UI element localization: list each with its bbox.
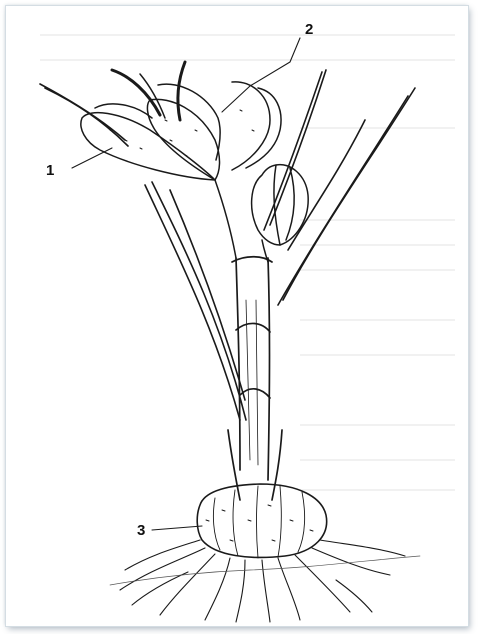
leader-3	[152, 526, 202, 530]
stem	[228, 257, 282, 500]
corm	[197, 484, 326, 558]
leader-2	[222, 38, 300, 112]
roots	[110, 540, 420, 622]
leader-1	[72, 148, 112, 168]
callout-1: 1	[46, 162, 54, 179]
flower-bud	[252, 165, 309, 262]
callout-3: 3	[137, 522, 145, 539]
open-flower	[81, 62, 281, 258]
background-text-ghost	[40, 35, 455, 490]
callout-2: 2	[305, 21, 313, 38]
callout-leaders	[72, 38, 300, 530]
